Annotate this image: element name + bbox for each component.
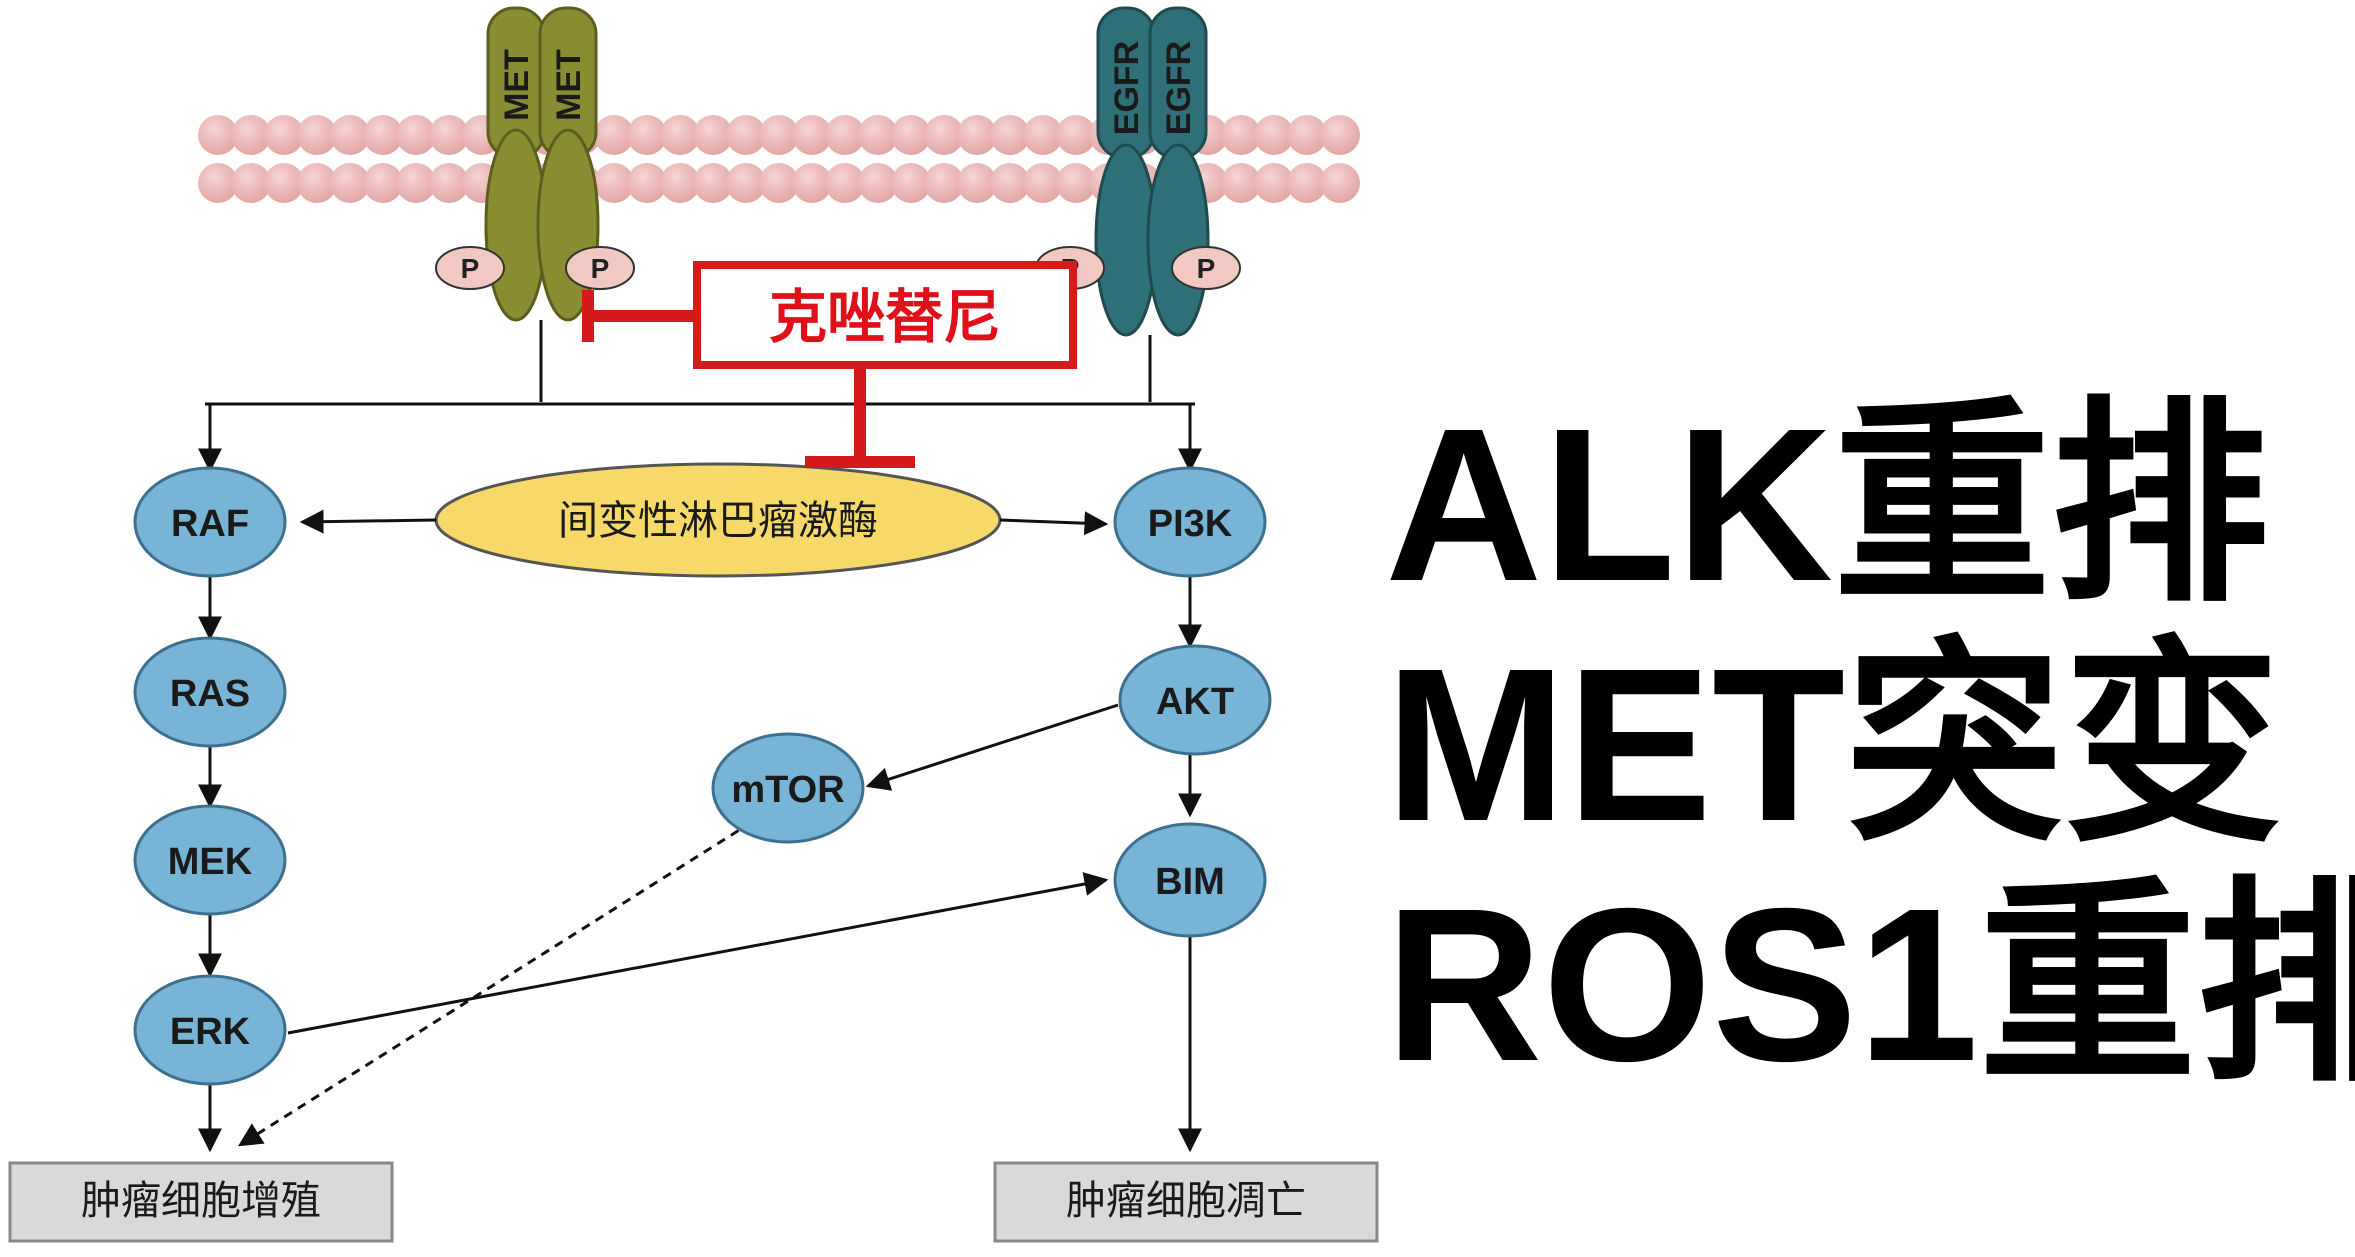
membrane-bead	[957, 163, 997, 203]
svg-text:MEK: MEK	[168, 841, 253, 883]
membrane-bead	[660, 115, 700, 155]
membrane-bead	[264, 115, 304, 155]
membrane-bead	[957, 115, 997, 155]
svg-text:RAS: RAS	[170, 673, 250, 715]
membrane-bead	[429, 163, 469, 203]
membrane-bead	[1056, 163, 1096, 203]
membrane-bead	[693, 115, 733, 155]
crizotinib-label: 克唑替尼	[769, 283, 1001, 351]
membrane-bead	[1221, 115, 1261, 155]
node-mtor: mTOR	[711, 732, 865, 844]
membrane-bead	[825, 115, 865, 155]
node-pi3k: PI3K	[1113, 466, 1267, 578]
svg-text:RAF: RAF	[171, 503, 249, 545]
membrane-bead	[726, 115, 766, 155]
membrane-bead	[198, 115, 238, 155]
crizotinib-inhibitor: 克唑替尼	[582, 261, 1077, 468]
membrane-bead	[198, 163, 238, 203]
phosphate-group-met-left: P	[435, 246, 505, 290]
membrane-bead	[330, 115, 370, 155]
node-erk: ERK	[133, 974, 287, 1086]
egfr-left-label: EGFR	[1108, 41, 1146, 135]
membrane-bead	[627, 115, 667, 155]
membrane-bead	[1320, 115, 1360, 155]
membrane-bead	[231, 115, 271, 155]
membrane-bead	[429, 115, 469, 155]
membrane-bead	[1254, 163, 1294, 203]
membrane-bead	[1320, 163, 1360, 203]
membrane-bead	[297, 115, 337, 155]
membrane-bead	[363, 115, 403, 155]
svg-text:P: P	[461, 253, 480, 284]
membrane-bead	[726, 163, 766, 203]
membrane-bead	[792, 115, 832, 155]
alk-kinase-label: 间变性淋巴瘤激酶	[558, 498, 878, 544]
membrane-bead	[792, 163, 832, 203]
membrane-bead	[396, 163, 436, 203]
membrane-bead	[858, 163, 898, 203]
membrane-bead	[858, 115, 898, 155]
met-receptor: MET MET	[484, 6, 600, 402]
node-raf: RAF	[133, 466, 287, 578]
svg-text:BIM: BIM	[1155, 861, 1225, 903]
mutation-alk: ALK重排	[1385, 384, 2269, 627]
membrane-bead	[693, 163, 733, 203]
met-left-label: MET	[498, 49, 536, 121]
outcome-proliferation: 肿瘤细胞增殖	[8, 1161, 394, 1243]
membrane-bead	[594, 163, 634, 203]
mutation-ros1: ROS1重排	[1385, 864, 2355, 1107]
mutation-met: MET突变	[1385, 624, 2281, 867]
node-akt: AKT	[1118, 644, 1272, 756]
membrane-bead	[924, 163, 964, 203]
phosphate-group-egfr-right: P	[1171, 246, 1241, 290]
membrane-bead	[396, 115, 436, 155]
membrane-bead	[660, 163, 700, 203]
svg-text:PI3K: PI3K	[1148, 503, 1233, 545]
svg-text:P: P	[1197, 253, 1216, 284]
svg-text:mTOR: mTOR	[731, 769, 844, 811]
alk-kinase: 间变性淋巴瘤激酶	[434, 462, 1002, 578]
svg-text:ERK: ERK	[170, 1011, 251, 1053]
membrane-bead	[1287, 115, 1327, 155]
membrane-bead	[891, 115, 931, 155]
membrane-bead	[1023, 163, 1063, 203]
node-ras: RAS	[133, 636, 287, 748]
membrane-bead	[1254, 115, 1294, 155]
svg-text:肿瘤细胞凋亡: 肿瘤细胞凋亡	[1066, 1178, 1306, 1224]
egfr-right-label: EGFR	[1160, 41, 1198, 135]
right-cascade-arrows	[237, 576, 1202, 1153]
membrane-bead	[924, 115, 964, 155]
membrane-bead	[1287, 163, 1327, 203]
membrane-bead	[330, 163, 370, 203]
connector-lines	[198, 402, 1202, 473]
membrane-bead	[363, 163, 403, 203]
svg-text:AKT: AKT	[1156, 681, 1234, 723]
membrane-bead	[759, 115, 799, 155]
membrane-bead	[297, 163, 337, 203]
membrane-bead	[1023, 115, 1063, 155]
outcome-apoptosis: 肿瘤细胞凋亡	[993, 1161, 1379, 1243]
membrane-bead	[825, 163, 865, 203]
svg-text:肿瘤细胞增殖: 肿瘤细胞增殖	[81, 1178, 321, 1224]
phosphate-group-met-right: P	[565, 246, 635, 290]
egfr-receptor: EGFR EGFR	[1094, 6, 1210, 402]
svg-text:P: P	[591, 253, 610, 284]
mutation-list: ALK重排 MET突变 ROS1重排	[1385, 384, 2355, 1107]
membrane-bead	[594, 115, 634, 155]
membrane-bead	[759, 163, 799, 203]
membrane-bead	[1221, 163, 1261, 203]
membrane-bead	[990, 163, 1030, 203]
node-bim: BIM	[1113, 822, 1267, 938]
membrane-bead	[264, 163, 304, 203]
membrane-bead	[990, 115, 1030, 155]
membrane-bead	[231, 163, 271, 203]
membrane-bead	[891, 163, 931, 203]
membrane-bead	[1056, 115, 1096, 155]
met-right-label: MET	[550, 49, 588, 121]
membrane-bead	[627, 163, 667, 203]
node-mek: MEK	[133, 804, 287, 916]
